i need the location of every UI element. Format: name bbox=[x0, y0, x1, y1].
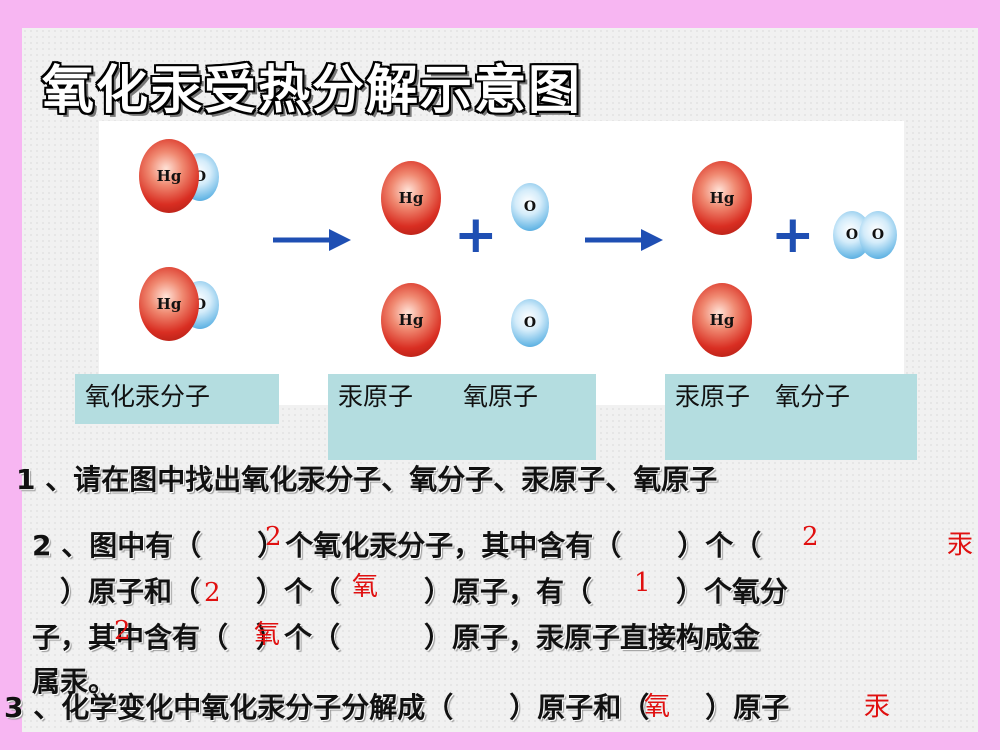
caption-mercury-atoms-oxygen-molecule: 汞原子 氧分子 bbox=[665, 374, 917, 460]
question-1: 1 、请在图中找出氧化汞分子、氧分子、汞原子、氧原子 bbox=[16, 463, 718, 496]
question-2-line-2: ）原子和（ ）个（ ）原子，有（ ）个氧分 bbox=[60, 575, 789, 608]
atom-label: O bbox=[845, 227, 859, 243]
answer-decompose-hg: 汞 bbox=[864, 692, 891, 722]
answer-o-atom-count: 2 bbox=[204, 578, 221, 608]
mercury-atom: Hg bbox=[139, 139, 199, 213]
mercury-atom: Hg bbox=[139, 267, 199, 341]
answer-hg-atom-count: 2 bbox=[802, 522, 819, 552]
atom-label: Hg bbox=[156, 295, 182, 313]
answer-o2-count: 1 bbox=[634, 568, 651, 598]
mercury-atom: Hg bbox=[692, 161, 752, 235]
reaction-arrow-icon bbox=[273, 229, 351, 251]
atom-label: Hg bbox=[398, 189, 424, 207]
slide-title: 氧化汞受热分解示意图 bbox=[42, 61, 583, 121]
question-2-line-4: 属汞。 bbox=[32, 665, 117, 698]
mercury-atom: Hg bbox=[381, 283, 441, 357]
oxygen-atom: O bbox=[859, 211, 897, 259]
question-2-line-1: 2 、图中有（ ）个氧化汞分子，其中含有（ ）个（ bbox=[32, 529, 762, 562]
answer-hg-atom-kind: 汞 bbox=[947, 530, 974, 560]
atom-label: Hg bbox=[156, 167, 182, 185]
question-3: 3 、化学变化中氧化汞分子分解成（ ）原子和（ ）原子 bbox=[4, 691, 790, 724]
atom-label: O bbox=[523, 315, 537, 331]
caption-mercury-and-oxygen-atoms: 汞原子 氧原子 bbox=[328, 374, 596, 460]
plus-sign: + bbox=[454, 205, 498, 265]
mercury-atom: Hg bbox=[381, 161, 441, 235]
oxygen-atom: O bbox=[511, 299, 549, 347]
answer-hgo-count: 2 bbox=[265, 522, 282, 552]
atom-label: Hg bbox=[709, 311, 735, 329]
atom-label: Hg bbox=[709, 189, 735, 207]
atom-label: O bbox=[871, 227, 885, 243]
caption-mercury-oxide-molecule: 氧化汞分子 bbox=[75, 374, 279, 424]
atom-label: O bbox=[523, 199, 537, 215]
oxygen-atom: O bbox=[511, 183, 549, 231]
decomposition-diagram: O Hg O Hg Hg Hg + O O Hg Hg + O O bbox=[99, 121, 904, 405]
plus-sign: + bbox=[771, 205, 815, 265]
answer-decompose-o: 氧 bbox=[644, 692, 671, 722]
slide: 氧化汞受热分解示意图 O Hg O Hg Hg Hg + O O Hg Hg +… bbox=[4, 28, 978, 732]
atom-label: Hg bbox=[398, 311, 424, 329]
reaction-arrow-icon bbox=[585, 229, 663, 251]
answer-o2-atom-kind: 氧 bbox=[254, 620, 281, 650]
mercury-atom: Hg bbox=[692, 283, 752, 357]
answer-o2-atom-count: 2 bbox=[114, 616, 131, 646]
question-2-line-3: 子，其中含有（ ）个（ ）原子，汞原子直接构成金 bbox=[32, 621, 761, 654]
answer-o-atom-kind: 氧 bbox=[352, 572, 379, 602]
